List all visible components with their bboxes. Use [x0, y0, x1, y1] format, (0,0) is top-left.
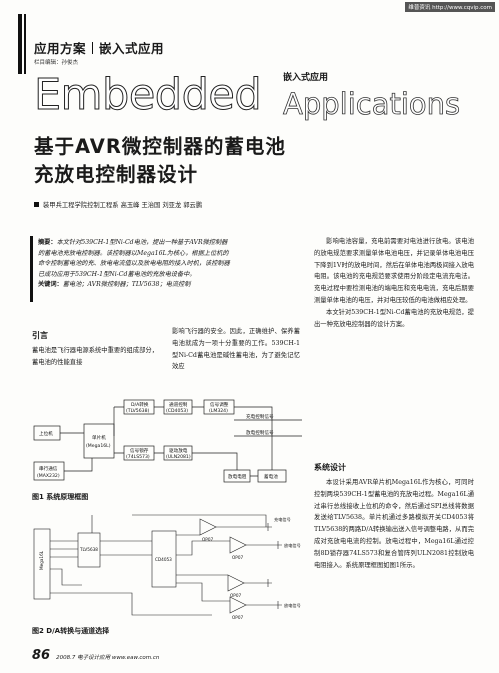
intro-heading: 引言 [32, 331, 48, 340]
figure2-circuit: Mega16L TLV5638 CD4053 OP07 OP07 OP07 OP… [33, 514, 301, 620]
lbl-op4: OP07 [232, 615, 243, 620]
lbl-mcu: 单片机 [92, 434, 106, 441]
editor-credit: 栏目编辑：孙俊杰 [34, 60, 79, 66]
lbl-sig: 信号调整 [210, 401, 229, 408]
bullet-square-icon [34, 202, 39, 207]
abstract-line3: 命令控制蓄电池的充、放电电流值以及放电电阻的接入时机，该控制器 [38, 260, 230, 267]
design-heading: 系统设计 [314, 463, 346, 472]
right-para2-text: 本文针对539CH-1型Ni-Cd蓄电池的充放电规范，提出一种充放电控制器的设计… [314, 308, 474, 328]
lbl-tlv5638: TLV5638 [79, 547, 98, 552]
abstract-label: 摘要： [38, 239, 57, 246]
lbl-op2: OP07 [232, 555, 243, 560]
abstract-text: 摘要：本文针对539CH-1型Ni-Cd电池，提出一种基于AVR微控制器 的蓄电… [38, 238, 300, 291]
page-footer: 86 2008.7 电子设计应用 www.eaw.com.cn [32, 644, 159, 663]
lbl-drv: 驱动放电 [169, 447, 188, 454]
header-bar-thin [24, 14, 26, 74]
watermark: 维普资讯 http://www.cqvip.com [405, 2, 495, 12]
lbl-da2: (TLV5638) [126, 408, 149, 414]
abstract-box: 摘要：本文针对539CH-1型Ni-Cd电池，提出一种基于AVR微控制器 的蓄电… [30, 236, 300, 302]
lbl-mega16l: Mega16L [39, 550, 44, 570]
banner-word-applications: Applications [283, 87, 461, 121]
lbl-op3: OP07 [230, 593, 241, 598]
intro-col-a: 蓄电池是飞行器电源系统中重要的组成部分，蓄电池的性能直接 [32, 347, 158, 366]
lbl-latch: 信号锁存 [130, 447, 149, 454]
banner-kicker: 嵌入式应用 [283, 73, 329, 83]
footer-line: 2008.7 电子设计应用 www.eaw.com.cn [56, 655, 160, 661]
keywords-text: 蓄电池；AVR微控制器；TLV5638；电流控制 [62, 281, 191, 288]
lbl-da: D/A转换 [131, 401, 149, 408]
opamp-4 [229, 596, 247, 614]
lbl-mcu2: (Mega16L) [86, 443, 111, 449]
opamp-3 [227, 574, 245, 592]
lbl-res: 放电电阻 [228, 473, 247, 480]
lbl-drv2: (ULN2081) [166, 454, 191, 460]
banner-word-embedded: Embedded [33, 70, 262, 120]
page-number: 86 [32, 648, 51, 663]
lbl-sig2: (LM324) [209, 408, 228, 414]
abstract-line1: 本文针对539CH-1型Ni-Cd电池，提出一种基于AVR微控制器 [56, 239, 228, 246]
abstract-line2: 的蓄电池充放电控制器。该控制器以Mega16L为核心，根据上位机的 [38, 249, 229, 257]
abstract-line4: 已成功应用于539CH-1型Ni-Cd蓄电池的充放电设备中。 [38, 270, 196, 278]
lbl-charge-signal: 充电信号 [274, 516, 291, 523]
lbl-serial2: (MAX232) [37, 473, 60, 479]
figure1-caption: 图1 系统原理框图 [32, 493, 89, 501]
intro-col-b: 影响飞行器的安全。因此，正确维护、保养蓄电池就成为一项十分重要的工作。539CH… [172, 328, 300, 371]
lbl-cd4053: CD4053 [155, 557, 172, 562]
lbl-discharge-signal1: 放电信号 [284, 542, 301, 549]
article-title-line2: 充放电控制器设计 [34, 163, 199, 186]
chip-cd4053 [151, 530, 177, 588]
right-para3-text: 本设计采用AVR单片机Mega16L作为核心，可同时控制两块539CH-1型蓄电… [314, 479, 474, 569]
article-title-line1: 基于AVR微控制器的蓄电池 [34, 135, 286, 158]
chip-mega16l [33, 528, 51, 600]
box-mcu [83, 423, 115, 459]
opamp-2 [229, 536, 247, 554]
lbl-bat: 蓄电池 [264, 473, 278, 480]
opamp-1 [199, 518, 217, 536]
keywords-label: 关键词： [38, 281, 63, 288]
lbl-mux: 通道控制 [169, 401, 188, 408]
subsection-label: 嵌入式应用 [99, 41, 165, 56]
section-title: 应用方案嵌入式应用 [34, 38, 164, 57]
lbl-op1: OP07 [202, 537, 213, 542]
lbl-serial: 串行通信 [39, 465, 58, 472]
header-bar [18, 14, 22, 74]
lbl-latch2: (74LS573) [126, 454, 150, 460]
lbl-mux2: (CD4053) [166, 408, 188, 414]
figure1-block-diagram: 上位机 单片机 (Mega16L) 串行通信 (MAX232) D/A转换 (T… [33, 399, 302, 483]
lbl-upper: 上位机 [39, 430, 53, 437]
figure2-caption: 图2 D/A转换与通道选择 [32, 627, 110, 635]
right-para3: 本设计采用AVR单片机Mega16L作为核心，可同时控制两块539CH-1型蓄电… [314, 477, 474, 571]
author-line: 装甲兵工程学院控制工程系 高玉峰 王治国 刘亚龙 郭云鹏 [34, 200, 202, 209]
chip-tlv5638 [77, 532, 101, 568]
section-label: 应用方案 [34, 41, 87, 56]
right-para1-text: 影响电池容量，充电前需要对电池进行放电。该电池的放电规范要求测量单体电池电压，并… [314, 238, 474, 304]
author-text: 装甲兵工程学院控制工程系 高玉峰 王治国 刘亚龙 郭云鹏 [43, 202, 203, 209]
lbl-discharge-signal2: 放电信号 [284, 602, 301, 609]
lbl-chg-sig: 充电控制信号 [246, 413, 274, 420]
right-para1: 影响电池容量，充电前需要对电池进行放电。该电池的放电规范要求测量单体电池电压，并… [314, 236, 474, 330]
lbl-dis-sig: 放电控制信号 [246, 429, 274, 436]
abstract-bar [30, 236, 33, 302]
